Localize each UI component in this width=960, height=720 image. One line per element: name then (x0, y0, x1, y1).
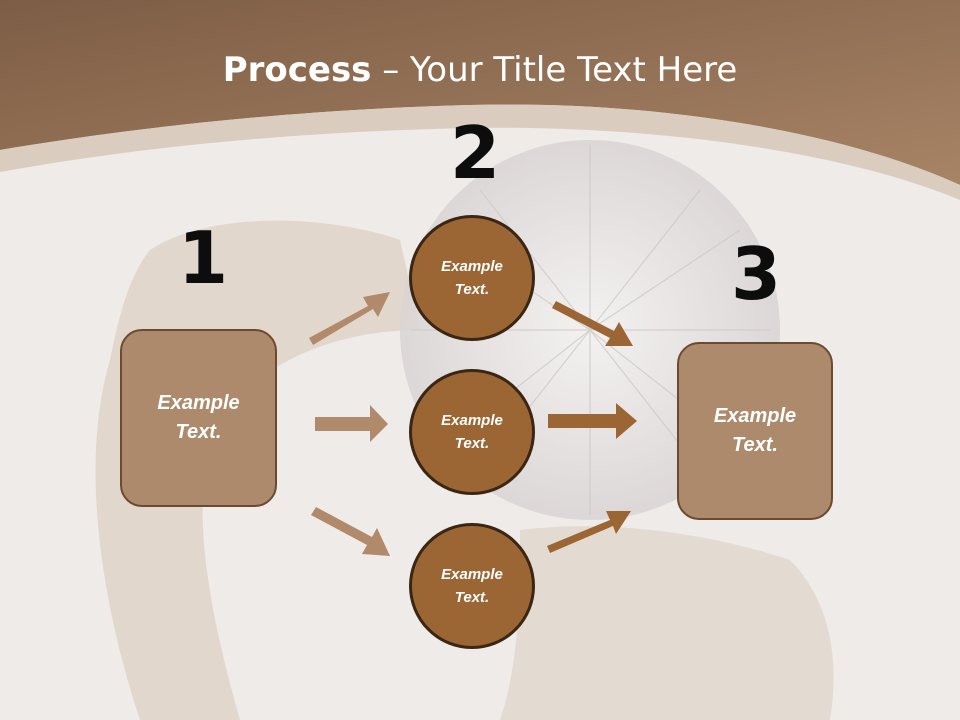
arrow-left-middle (315, 405, 388, 442)
title-rest: – Your Title Text Here (371, 50, 738, 90)
arrow-right-up (547, 511, 631, 553)
step-number-3: 3 (731, 232, 782, 316)
header-band (0, 0, 960, 185)
step-number-1: 1 (178, 216, 229, 300)
arrow-left-down (311, 507, 390, 556)
title-bold: Process (222, 50, 372, 90)
arrow-right-down (552, 301, 633, 346)
ring-band-right (500, 526, 834, 720)
step-2-circle-middle: Example Text. (409, 369, 535, 495)
step-2-circle-top: Example Text. (409, 215, 535, 341)
header-swoosh-edge (0, 104, 960, 200)
arrow-left-up (309, 292, 390, 345)
step-2-circle-bottom: Example Text. (409, 523, 535, 649)
arrow-right-middle (548, 403, 637, 439)
page-title: Process – Your Title Text Here (0, 50, 960, 90)
step-number-2: 2 (450, 111, 501, 195)
step-1-box: Example Text. (120, 329, 277, 507)
step-3-box: Example Text. (677, 342, 833, 520)
